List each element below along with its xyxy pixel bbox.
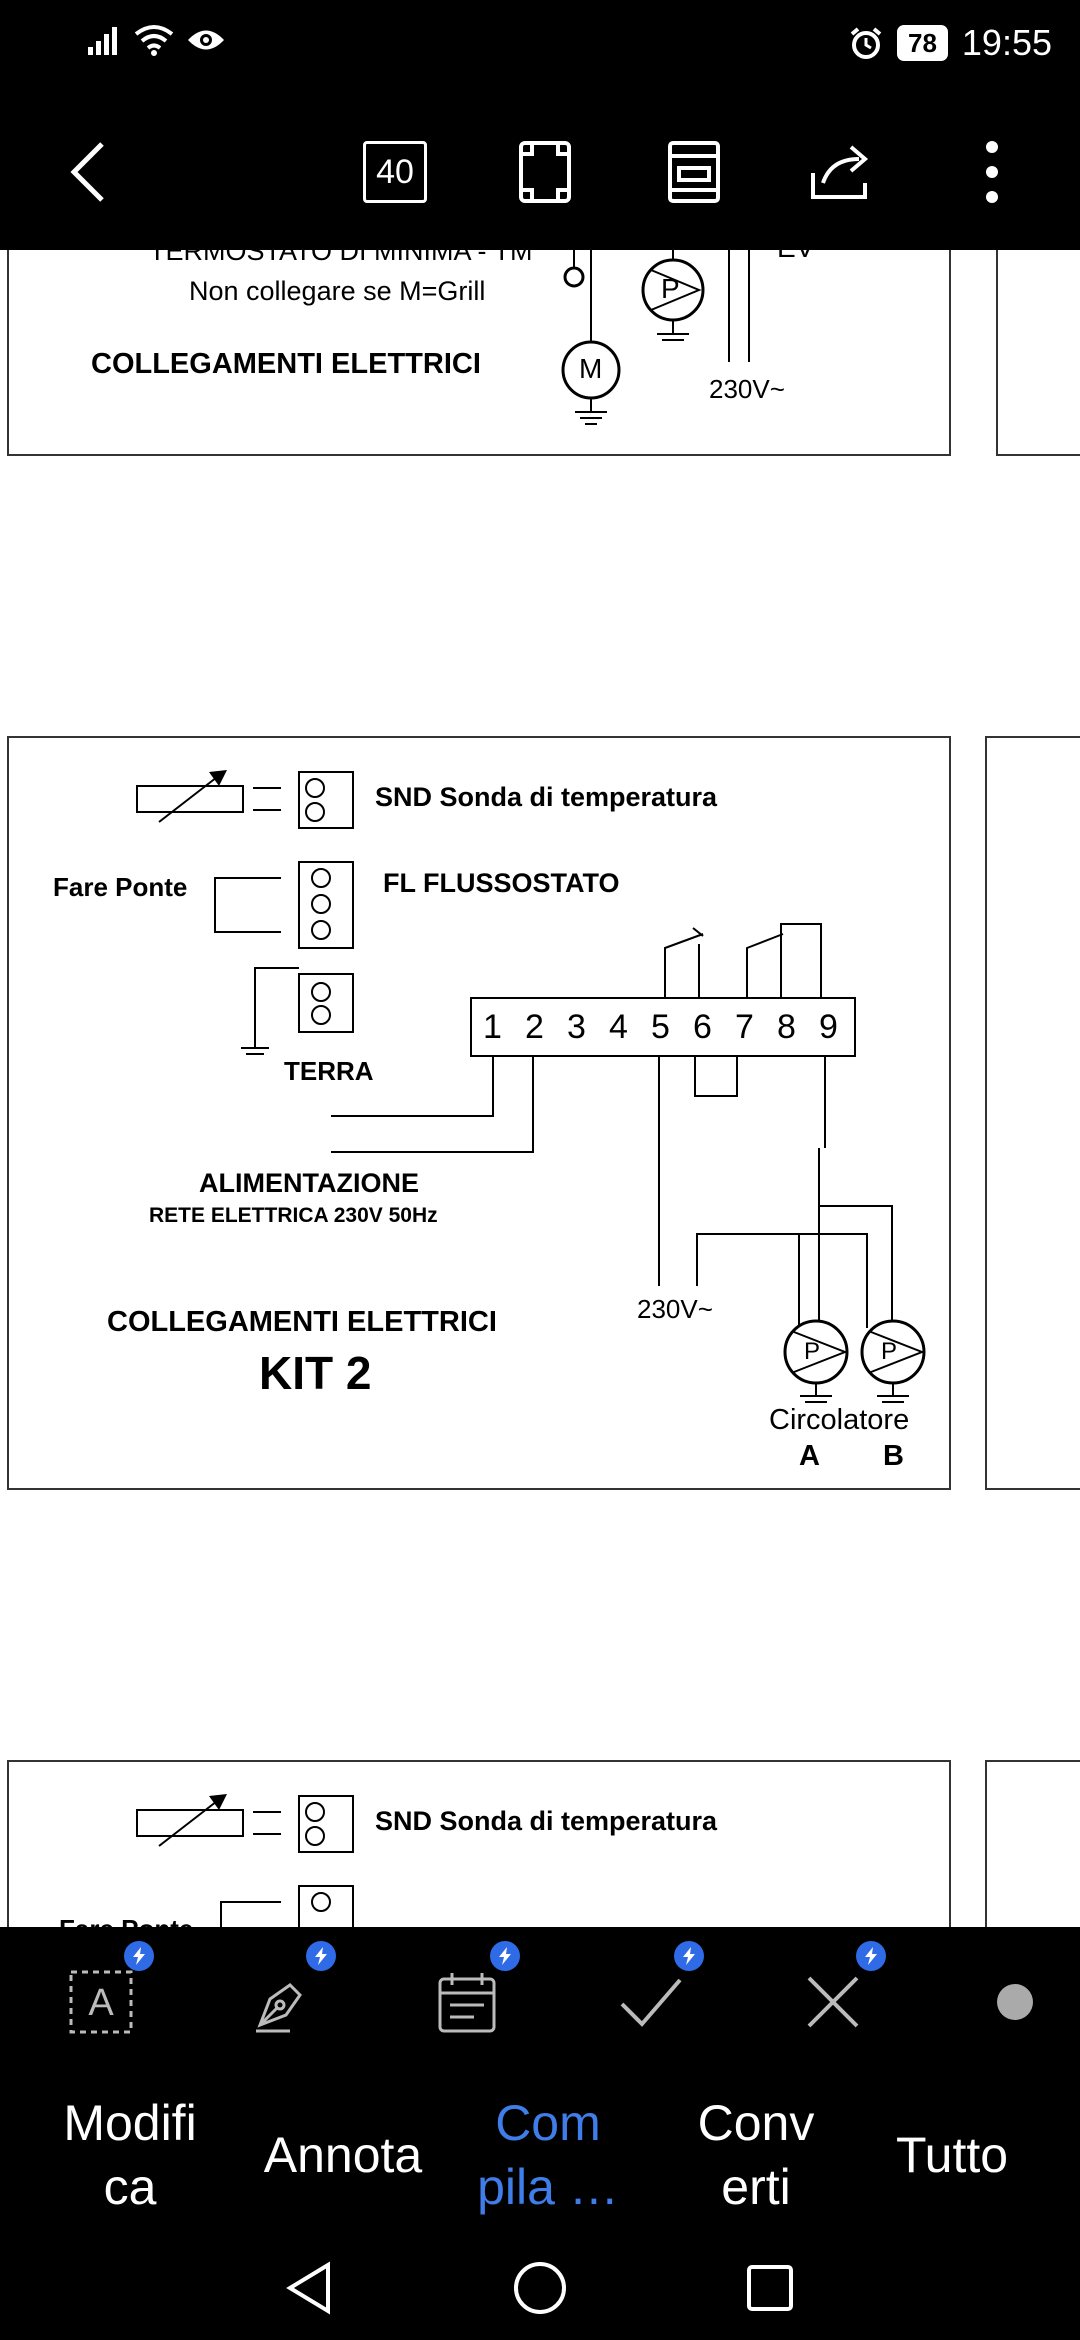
signal-icon	[88, 27, 117, 55]
pump-a-label: A	[799, 1440, 820, 1472]
voltage-label: 230V~	[709, 374, 785, 404]
eye-icon	[188, 30, 224, 50]
wiring-diagram-kit2	[136, 770, 926, 1403]
premium-badge-icon	[674, 1941, 704, 1971]
premium-badge-icon	[306, 1941, 336, 1971]
premium-badge-icon	[124, 1941, 154, 1971]
page-panel-top-right	[996, 250, 1080, 456]
nav-home-button[interactable]	[505, 2253, 575, 2323]
pump-label-top: P	[661, 273, 680, 304]
terminal-9: 9	[819, 1008, 838, 1046]
circolatore-label: Circolatore	[769, 1404, 910, 1436]
wifi-icon	[134, 25, 174, 56]
tab-annota[interactable]: Annota	[263, 2127, 423, 2183]
dot-tool[interactable]	[970, 1957, 1060, 2047]
back-button[interactable]	[46, 130, 130, 214]
reading-mode-button[interactable]	[652, 130, 736, 214]
terra-label: TERRA	[284, 1056, 374, 1086]
triangle-back-icon	[286, 2261, 330, 2315]
page-panel-kit2: SND Sonda di temperatura Fare Ponte FL F…	[7, 736, 951, 1490]
tab-converti[interactable]: Conv erti	[697, 2095, 815, 2215]
cross-tool[interactable]	[788, 1941, 886, 2047]
note-text: Non collegare se M=Grill	[189, 276, 486, 306]
premium-badge-icon	[490, 1941, 520, 1971]
alarm-icon	[850, 27, 882, 59]
terminal-6: 6	[693, 1008, 712, 1046]
snd-label-bottom: SND Sonda di temperatura	[375, 1806, 718, 1836]
nav-back-button[interactable]	[274, 2253, 344, 2323]
share-icon	[811, 145, 869, 199]
pump-b-label: B	[883, 1440, 904, 1472]
edit-tools-bar: A	[0, 1927, 1080, 2077]
motor-label: M	[579, 353, 603, 384]
terminal-5: 5	[651, 1008, 670, 1046]
voltage-label-kit2: 230V~	[637, 1294, 713, 1324]
terminal-7: 7	[735, 1008, 754, 1046]
circle-home-icon	[514, 2262, 566, 2314]
terminal-4: 4	[609, 1008, 628, 1046]
more-options-button[interactable]	[950, 130, 1034, 214]
page-count: 40	[363, 141, 427, 203]
kit2-subtitle: KIT 2	[259, 1347, 372, 1399]
page-panel-bottom-right	[985, 1760, 1080, 1927]
wiring-diagram-bottom	[136, 1794, 354, 1927]
check-icon	[620, 1978, 682, 2027]
pen-tool[interactable]	[238, 1941, 336, 2047]
terminal-1: 1	[483, 1008, 502, 1046]
document-viewport[interactable]: TERMOSTATO DI MINIMA - TM Non collegare …	[0, 250, 1080, 1927]
close-icon	[807, 1976, 859, 2028]
tab-tutto[interactable]: Tutto	[895, 2127, 1009, 2183]
calendar-icon	[438, 1973, 496, 2033]
status-bar: 78 19:55	[0, 0, 1080, 92]
mode-tabs: Modifi ca Annota Com pila … Conv erti Tu…	[0, 2077, 1080, 2237]
page-panel-bottom: SND Sonda di temperatura Fare Ponte	[7, 1760, 951, 1927]
terminal-3: 3	[567, 1008, 586, 1046]
page-panel-top: TERMOSTATO DI MINIMA - TM Non collegare …	[7, 250, 951, 456]
tab-modifica[interactable]: Modifi ca	[63, 2095, 197, 2215]
pen-nib-icon	[256, 1983, 302, 2033]
more-vertical-icon	[986, 141, 998, 203]
fare-ponte-label-bottom: Fare Ponte	[59, 1914, 193, 1927]
snd-label: SND Sonda di temperatura	[375, 782, 718, 812]
rete-label: RETE ELETTRICA 230V 50Hz	[149, 1204, 438, 1227]
page-panel-kit2-right	[985, 736, 1080, 1490]
chevron-left-icon	[70, 142, 104, 202]
clock: 19:55	[961, 22, 1052, 63]
ev-label: EV	[777, 250, 814, 264]
svg-text:A: A	[88, 1982, 114, 2024]
tab-compila[interactable]: Com pila …	[477, 2095, 619, 2215]
system-nav-bar	[0, 2237, 1080, 2340]
premium-badge-icon	[856, 1941, 886, 1971]
terminal-8: 8	[777, 1008, 796, 1046]
pump-b-symbol: P	[881, 1338, 898, 1365]
battery-level: 78	[896, 25, 948, 61]
top-toolbar: 40	[0, 92, 1080, 250]
alimentazione-label: ALIMENTAZIONE	[199, 1168, 419, 1198]
fit-page-button[interactable]	[503, 130, 587, 214]
terminal-2: 2	[525, 1008, 544, 1046]
wiring-title: COLLEGAMENTI ELETTRICI	[91, 348, 481, 380]
nav-recents-button[interactable]	[735, 2253, 805, 2323]
flussostato-label: FL FLUSSOSTATO	[383, 868, 620, 898]
fit-screen-icon	[519, 141, 571, 203]
text-box-icon: A	[69, 1970, 133, 2034]
fare-ponte-label: Fare Ponte	[53, 872, 188, 902]
text-recognition-tool[interactable]: A	[56, 1941, 154, 2047]
pump-a-symbol: P	[804, 1338, 821, 1365]
wiring-diagram-top	[561, 250, 750, 425]
page-count-button[interactable]: 40	[353, 130, 437, 214]
square-recents-icon	[747, 2265, 793, 2311]
cut-line-text: TERMOSTATO DI MINIMA - TM	[149, 250, 533, 266]
date-tool[interactable]	[422, 1941, 520, 2047]
dot-icon	[997, 1984, 1033, 2020]
checkmark-tool[interactable]	[606, 1941, 704, 2047]
kit2-title: COLLEGAMENTI ELETTRICI	[107, 1306, 497, 1338]
share-button[interactable]	[800, 130, 884, 214]
document-view-icon	[668, 141, 720, 203]
